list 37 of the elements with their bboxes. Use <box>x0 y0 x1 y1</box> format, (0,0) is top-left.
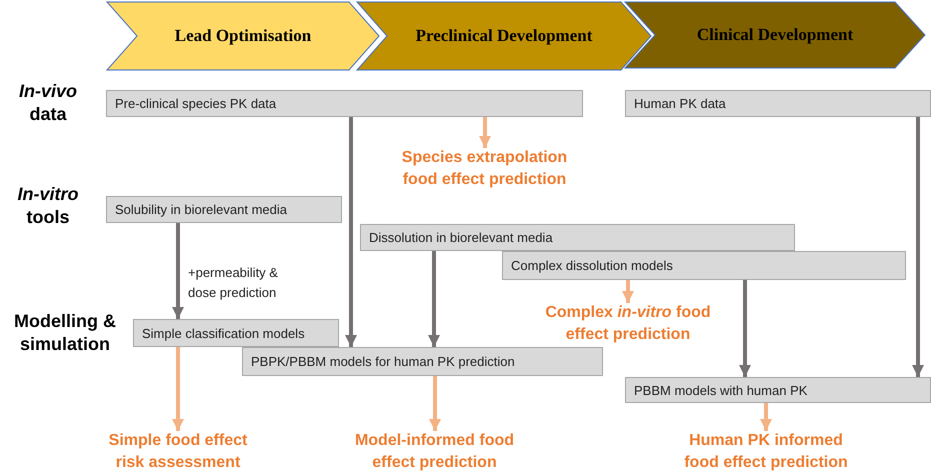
process-box <box>502 251 906 280</box>
process-box <box>106 90 583 117</box>
arrow <box>479 117 491 148</box>
box-text: Complex dissolution models <box>511 258 673 273</box>
box-text: Solubility in biorelevant media <box>115 202 287 217</box>
outcome-text: Species extrapolation food effect prediction <box>400 148 568 190</box>
outcome-text: Human PK informed food effect prediction <box>683 431 849 473</box>
row-label: In-vitro tools <box>16 183 80 229</box>
process-box <box>106 196 342 223</box>
row-label: Modelling & simulation <box>13 310 117 356</box>
process-box <box>625 90 931 117</box>
process-box <box>625 377 931 403</box>
arrow <box>622 280 634 303</box>
phase-label: Preclinical Development <box>416 26 592 46</box>
box-text: PBBM models with human PK <box>634 382 808 398</box>
box-text: Human PK data <box>634 96 726 111</box>
box-text: Simple classification models <box>142 326 305 340</box>
phase-label: Clinical Development <box>696 25 854 45</box>
box-text: Dissolution in biorelevant media <box>369 230 553 245</box>
outcome-text: Simple food effect risk assessment <box>108 431 248 473</box>
arrow <box>429 376 441 431</box>
arrow <box>428 251 440 347</box>
process-box <box>242 347 603 376</box>
outcome-text: Complex in-vitro food effect prediction <box>544 303 712 345</box>
arrow <box>739 280 751 377</box>
phase-label: Lead Optimisation <box>174 26 312 46</box>
arrow <box>760 403 772 431</box>
arrow <box>172 223 184 319</box>
process-box <box>360 224 795 251</box>
arrow <box>912 117 924 377</box>
outcome-text: Model-informed food effect prediction <box>354 431 516 473</box>
arrow <box>345 117 357 347</box>
box-text: PBPK/PBBM models for human PK prediction <box>251 354 515 369</box>
box-text: Pre-clinical species PK data <box>115 96 276 111</box>
process-box <box>133 319 339 347</box>
row-label: In-vivo data <box>18 80 78 126</box>
arrow <box>172 347 184 431</box>
